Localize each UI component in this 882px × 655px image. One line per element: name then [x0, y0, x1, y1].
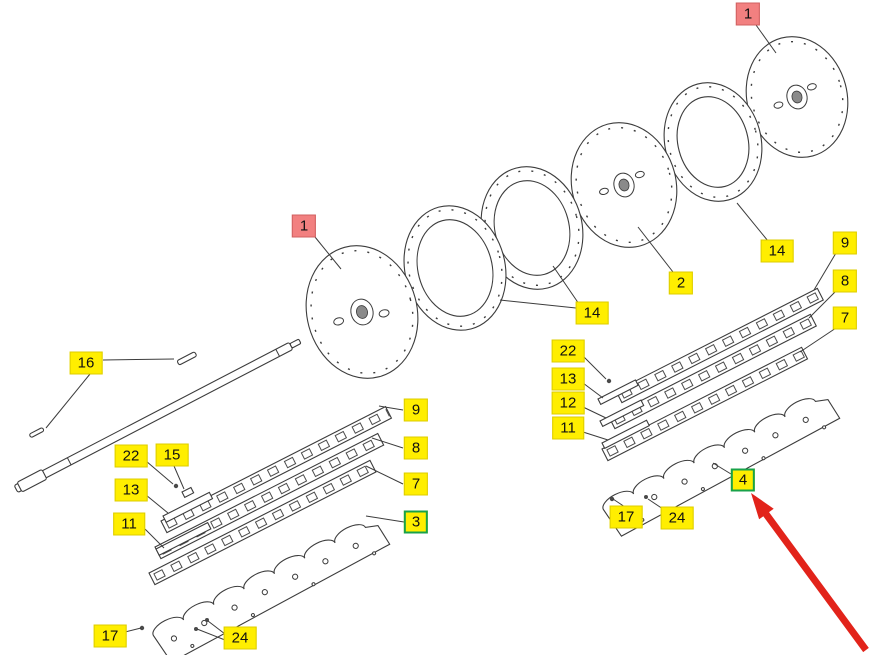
callout-lines [45, 24, 837, 641]
spacer-ring-part-14-mid-a [403, 205, 507, 331]
part-label-22-left[interactable]: 22 [114, 444, 148, 468]
part-label-14-right[interactable]: 14 [760, 239, 794, 263]
ledger-bar-part-9-left [160, 405, 393, 534]
wear-strip-part-11-left [155, 521, 212, 556]
screw-part-24-left-b [194, 627, 198, 631]
ledger-bar-part-8-right [608, 313, 818, 430]
part-label-8-left[interactable]: 8 [403, 436, 429, 460]
part-label-7-right[interactable]: 7 [832, 306, 858, 330]
wear-strip-part-13-right [597, 379, 639, 406]
shaft-pin-upper [176, 351, 197, 366]
ledger-bar-part-9-right [615, 287, 825, 404]
part-label-13-left[interactable]: 13 [114, 478, 148, 502]
part-label-16[interactable]: 16 [69, 351, 103, 375]
end-disc-part-1-left [305, 245, 419, 379]
red-pointer-arrow [751, 493, 869, 653]
bolt-part-17-left [139, 625, 145, 631]
part-label-1-left[interactable]: 1 [291, 214, 317, 238]
ledger-bar-part-7-right [601, 346, 809, 462]
part-label-17-right[interactable]: 17 [609, 505, 643, 529]
part-label-11-left[interactable]: 11 [113, 512, 145, 536]
screw-part-24-right [644, 495, 648, 499]
part-label-17-left[interactable]: 17 [93, 624, 127, 648]
part-label-14-mid[interactable]: 14 [575, 301, 609, 325]
end-disc-part-1-right [745, 36, 849, 158]
part-label-24-left[interactable]: 24 [223, 626, 257, 650]
bolt-part-17-right [609, 496, 615, 502]
part-label-9-right[interactable]: 9 [832, 231, 858, 255]
part-label-24-right[interactable]: 24 [660, 506, 694, 530]
part-label-22-right[interactable]: 22 [551, 339, 585, 363]
screw-part-22-left [173, 483, 179, 489]
part-label-12[interactable]: 12 [551, 391, 585, 415]
part-label-9-left[interactable]: 9 [403, 398, 429, 422]
part-label-11-right[interactable]: 11 [552, 416, 584, 440]
ledger-bar-part-7-left [148, 459, 377, 586]
part-label-13-right[interactable]: 13 [551, 367, 585, 391]
wear-strip-part-13-left [162, 491, 214, 523]
clip-part-15 [181, 486, 195, 499]
part-label-7-left[interactable]: 7 [403, 472, 429, 496]
part-label-8-right[interactable]: 8 [832, 269, 858, 293]
spacer-ring-part-14-right [663, 82, 763, 202]
wear-strip-part-11-right [601, 419, 651, 450]
part-label-2[interactable]: 2 [668, 271, 694, 295]
shaft-pin-lower [29, 427, 45, 438]
part-label-4[interactable]: 4 [730, 468, 756, 492]
wear-strip-part-12 [599, 399, 645, 428]
screw-part-22-right [606, 378, 612, 384]
spacer-ring-part-14-mid-b [480, 166, 584, 290]
part-label-1-top-right[interactable]: 1 [735, 2, 761, 26]
mid-disc-part-2 [570, 122, 678, 248]
shaft-part [14, 338, 302, 493]
part-label-3[interactable]: 3 [403, 510, 429, 534]
part-label-15[interactable]: 15 [155, 443, 189, 467]
